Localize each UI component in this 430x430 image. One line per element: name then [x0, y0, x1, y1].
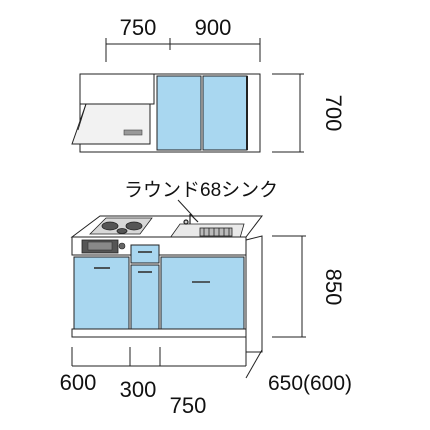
- grill-control-panel: [81, 239, 126, 254]
- upper-right-width-label: 900: [195, 15, 232, 40]
- door-handles: [94, 251, 210, 283]
- lower-width-3-label: 750: [170, 393, 207, 418]
- upper-left-width-label: 750: [120, 15, 157, 40]
- lower-width-2-label: 300: [120, 377, 157, 402]
- depth-dimension-line: [245, 349, 263, 379]
- lower-drawer-middle: [130, 244, 160, 264]
- range-hood: [71, 73, 155, 145]
- knob-icon: [118, 242, 126, 250]
- upper-door-right: [202, 75, 248, 151]
- lower-height-label: 850: [321, 269, 346, 306]
- lower-width-1-label: 600: [60, 370, 97, 395]
- upper-height-dimension: [272, 73, 304, 153]
- lower-width-dimension: [71, 347, 247, 367]
- upper-cabinet-unit: [71, 73, 261, 153]
- gas-cooktop: [89, 217, 153, 235]
- lower-cabinet-unit: [70, 213, 264, 353]
- lower-door-right: [160, 256, 245, 330]
- upper-door-left: [156, 75, 202, 151]
- lower-door-left: [73, 256, 130, 330]
- sink-basin: [169, 223, 245, 239]
- upper-width-dimension: [105, 38, 261, 62]
- depth-label: 650(600): [268, 372, 352, 395]
- sink-label: ラウンド68シンク: [124, 179, 278, 201]
- lower-door-middle: [130, 264, 160, 330]
- upper-height-label: 700: [321, 95, 346, 132]
- faucet: [183, 213, 199, 225]
- lower-height-dimension: [272, 235, 306, 338]
